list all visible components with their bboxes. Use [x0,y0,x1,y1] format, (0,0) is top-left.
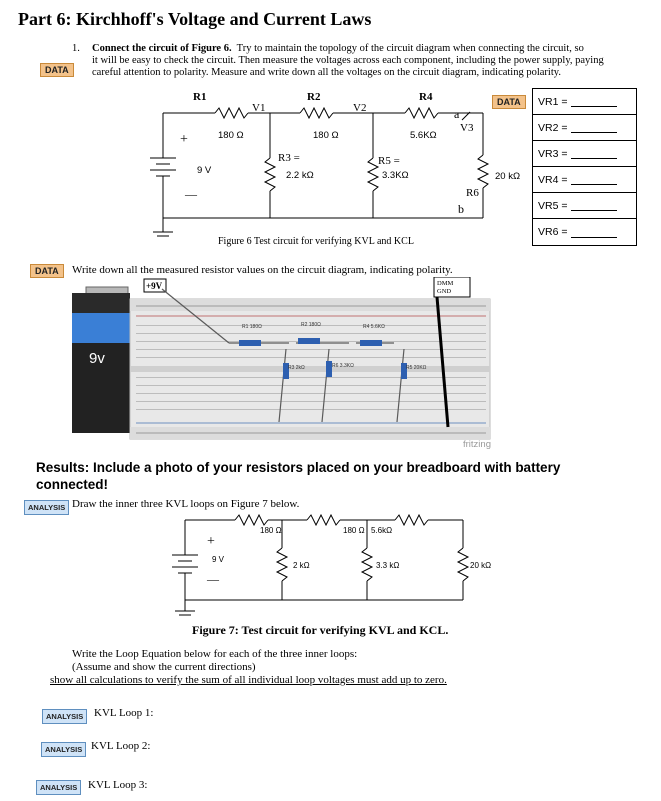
step-number: 1. [72,43,80,54]
bb-r5-label: R5 20KΩ [406,365,427,371]
vr3-row: VR3 = [533,141,636,167]
vr6-blank[interactable] [571,227,618,238]
vr6-row: VR6 = [533,219,636,245]
v3-label: V3 [460,122,474,134]
data-badge: DATA [40,63,74,77]
kvl-loop-2: KVL Loop 2: [91,740,151,752]
vr1-blank[interactable] [571,96,618,107]
vr1-row: VR1 = [533,89,636,115]
page-title: Part 6: Kirchhoff's Voltage and Current … [18,9,372,29]
vr4-label: VR4 = [538,173,568,186]
r2-value: 180 Ω [313,130,339,141]
r5-value: 3.3KΩ [382,170,409,181]
analysis-instruction: Draw the inner three KVL loops on Figure… [72,498,300,510]
vr2-row: VR2 = [533,115,636,141]
v2-label: V2 [353,102,366,114]
bb-r1-label: R1 180Ω [242,324,262,330]
analysis-badge-4: ANALYSIS [36,780,82,795]
breadboard-figure: 9v +9V [72,277,491,450]
figure6-caption: Figure 6 Test circuit for verifying KVL … [218,236,414,247]
fig7-r6-value: 20 kΩ [470,561,491,570]
analysis-badge-3: ANALYSIS [41,742,87,757]
fig7-r2-value: 180 Ω [343,526,365,535]
breadboard-holes [136,305,486,434]
r6-value: 20 kΩ [495,171,520,182]
measure-instruction: Write down all the measured resistor val… [72,264,453,276]
step1-paragraph: Connect the circuit of Figure 6. Try to … [92,43,647,55]
step1-line2: it will be easy to check the circuit. Th… [92,55,604,66]
kvl-loop-3: KVL Loop 3: [88,779,148,791]
fritzing-brand: fritzing [463,439,491,450]
step1-lead: Connect the circuit of Figure 6. [92,43,232,54]
loop-instr-line1: Write the Loop Equation below for each o… [72,648,358,660]
fig7-r1-value: 180 Ω [260,526,282,535]
r4-label: R4 [419,91,433,103]
loop-instr-line2: (Assume and show the current directions) [72,661,256,673]
dmm-tag-line2: GND [437,288,451,295]
vr4-blank[interactable] [571,174,618,185]
r1-label: R1 [193,91,206,103]
plus9v-tag: +9V [146,281,163,291]
fig7-source-value: 9 V [212,555,225,564]
analysis-badge-2: ANALYSIS [42,709,88,724]
bb-r6-label: R6 3.3KΩ [332,363,354,369]
bb-r3 [283,363,289,379]
r2-label: R2 [307,91,321,103]
battery-image: 9v [72,286,130,433]
r3-label: R3 = [278,152,300,164]
kvl-loop-1: KVL Loop 1: [94,707,154,719]
r6-label: R6 [466,187,479,199]
fig7-plus-sign: + [207,534,215,549]
bb-r3-label: R3 2kΩ [288,365,305,371]
figure7-circuit: 180 Ω 180 Ω 5.6kΩ 2 kΩ 3.3 kΩ 20 kΩ 9 V … [172,513,491,637]
fig7-r5-value: 3.3 kΩ [376,561,399,570]
vr5-row: VR5 = [533,193,636,219]
voltage-table: VR1 = VR2 = VR3 = VR4 = VR5 = VR6 = [532,88,637,246]
data-badge-table: DATA [492,95,526,109]
vr1-label: VR1 = [538,95,568,108]
fig7-r3-value: 2 kΩ [293,561,310,570]
v1-label: V1 [252,102,265,114]
vr3-label: VR3 = [538,147,568,160]
vr2-blank[interactable] [571,122,618,133]
r5-label: R5 = [378,155,400,167]
bb-r2-label: R2 180Ω [301,322,321,328]
battery-label: 9v [89,350,105,367]
node-a: a [454,107,460,121]
fig7-minus-sign: — [206,572,220,586]
results-heading: Results: Include a photo of your resisto… [36,460,561,492]
vr3-blank[interactable] [571,148,618,159]
bb-r5 [401,363,407,379]
vr6-label: VR6 = [538,226,568,238]
data-badge-measure: DATA [30,264,64,278]
r1-value: 180 Ω [218,130,244,141]
figure7-caption: Figure 7: Test circuit for verifying KVL… [192,623,448,637]
bb-r2 [298,338,320,344]
step1-line3: careful attention to polarity. Measure a… [92,67,561,78]
loop-instr-line3: show all calculations to verify the sum … [50,674,447,686]
r3-value: 2.2 kΩ [286,170,314,181]
fig7-r4-value: 5.6kΩ [371,526,392,535]
bb-r4 [360,340,382,346]
vr5-label: VR5 = [538,199,568,212]
figure6-circuit: R1 R2 R4 V1 V2 V3 180 Ω 180 Ω 5.6KΩ + 9 … [150,91,520,247]
bb-r1 [239,340,261,346]
minus-sign: — [184,187,198,201]
bb-r4-label: R4 5.6KΩ [363,324,385,330]
node-b: b [458,202,464,216]
plus-sign: + [180,132,188,147]
vr5-blank[interactable] [571,200,618,211]
vr2-label: VR2 = [538,121,568,134]
source-value: 9 V [197,165,212,176]
bb-r6 [326,361,332,377]
analysis-badge-1: ANALYSIS [24,500,70,515]
dmm-tag-line1: DMM [437,280,453,287]
step1-line1: Try to maintain the topology of the circ… [236,43,584,54]
vr4-row: VR4 = [533,167,636,193]
r4-value: 5.6KΩ [410,130,437,141]
